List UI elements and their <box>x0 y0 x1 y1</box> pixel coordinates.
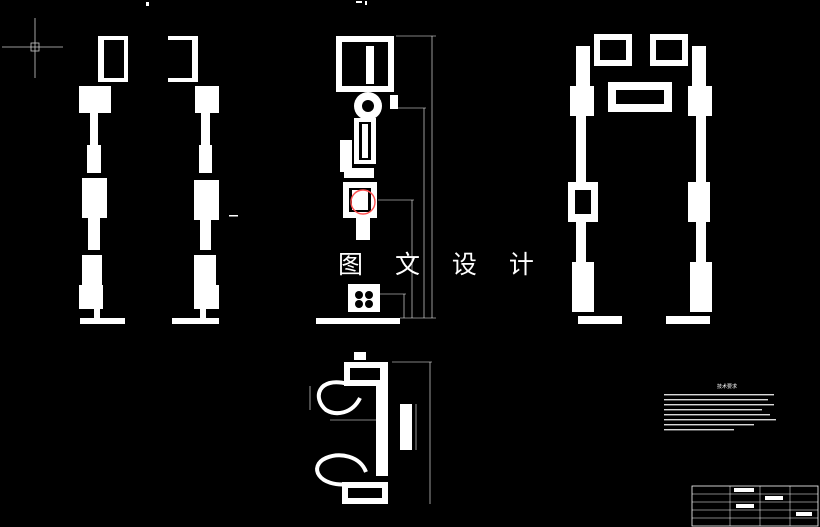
center-elevation-view <box>316 35 436 324</box>
side-view-left-leg <box>79 36 128 324</box>
side-view-right-leg <box>168 36 219 324</box>
crosshair-cursor-icon <box>2 18 63 78</box>
title-block <box>691 485 819 527</box>
watermark-text: 图 文 设 计 <box>338 250 546 279</box>
front-view <box>568 34 712 324</box>
technical-notes-lines <box>664 394 776 431</box>
plan-view <box>309 352 432 504</box>
technical-notes-title: 技术要求 <box>716 384 737 390</box>
sheet-marks <box>146 1 367 217</box>
highlight-circle <box>350 189 376 215</box>
